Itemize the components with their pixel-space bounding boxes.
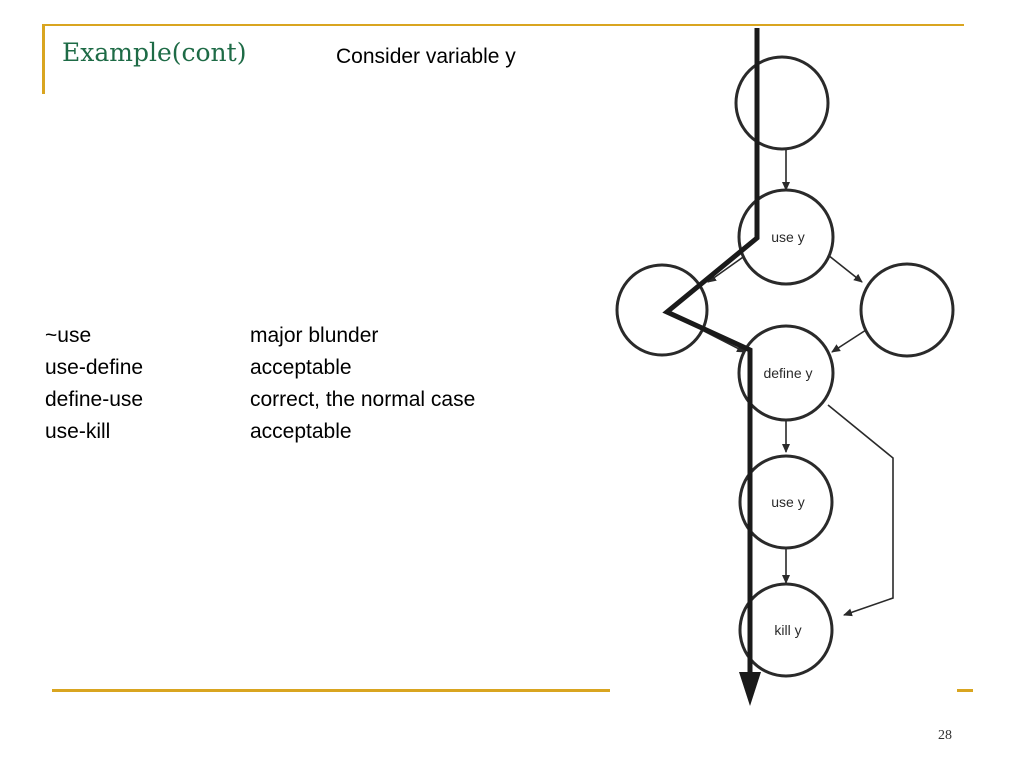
execution-path-arrowhead [739,672,761,706]
dataflow-pattern-table: ~use major blunder use-define acceptable… [45,320,475,448]
accent-line-left [42,24,45,94]
pattern-cell: define-use [45,388,144,411]
graph-node [615,263,709,357]
graph-node [738,582,834,678]
table-row: use-kill acceptable [45,416,475,448]
edge-n4-n5 [831,329,867,353]
node-label: use y [771,494,804,510]
node-label: define y [763,365,812,381]
table-row: ~use major blunder [45,320,475,352]
meaning-cell: acceptable [250,356,352,379]
meaning-cell: correct, the normal case [250,388,476,411]
node-label: use y [771,229,804,245]
edge-n2-n3 [707,254,747,283]
page-number: 28 [938,728,952,743]
graph-node [737,188,835,286]
slide-title: Example(cont) [62,38,247,67]
table-row: define-use correct, the normal case [45,384,475,416]
graph-node [737,324,835,422]
accent-line-top-right [612,24,964,26]
graph-edges [701,148,894,617]
node-label: kill y [774,622,801,638]
pattern-cell: use-kill [45,420,111,443]
graph-node [859,262,955,358]
graph-node [738,454,834,550]
pattern-cell: ~use [45,324,92,347]
meaning-cell: major blunder [250,324,379,347]
accent-line-top [42,24,612,26]
edge-n5-n7 [827,404,894,617]
graph-nodes [615,55,955,678]
slide-subtitle: Consider variable y [336,45,516,68]
execution-path-line [662,28,760,680]
control-flow-graph: use y define y use y kill y [615,28,955,706]
accent-line-bottom-right [957,689,973,692]
meaning-cell: acceptable [250,420,352,443]
table-row: use-define acceptable [45,352,475,384]
pattern-cell: use-define [45,356,144,379]
graph-node [734,55,830,151]
accent-line-bottom [52,689,610,692]
edge-n2-n4 [827,254,863,283]
